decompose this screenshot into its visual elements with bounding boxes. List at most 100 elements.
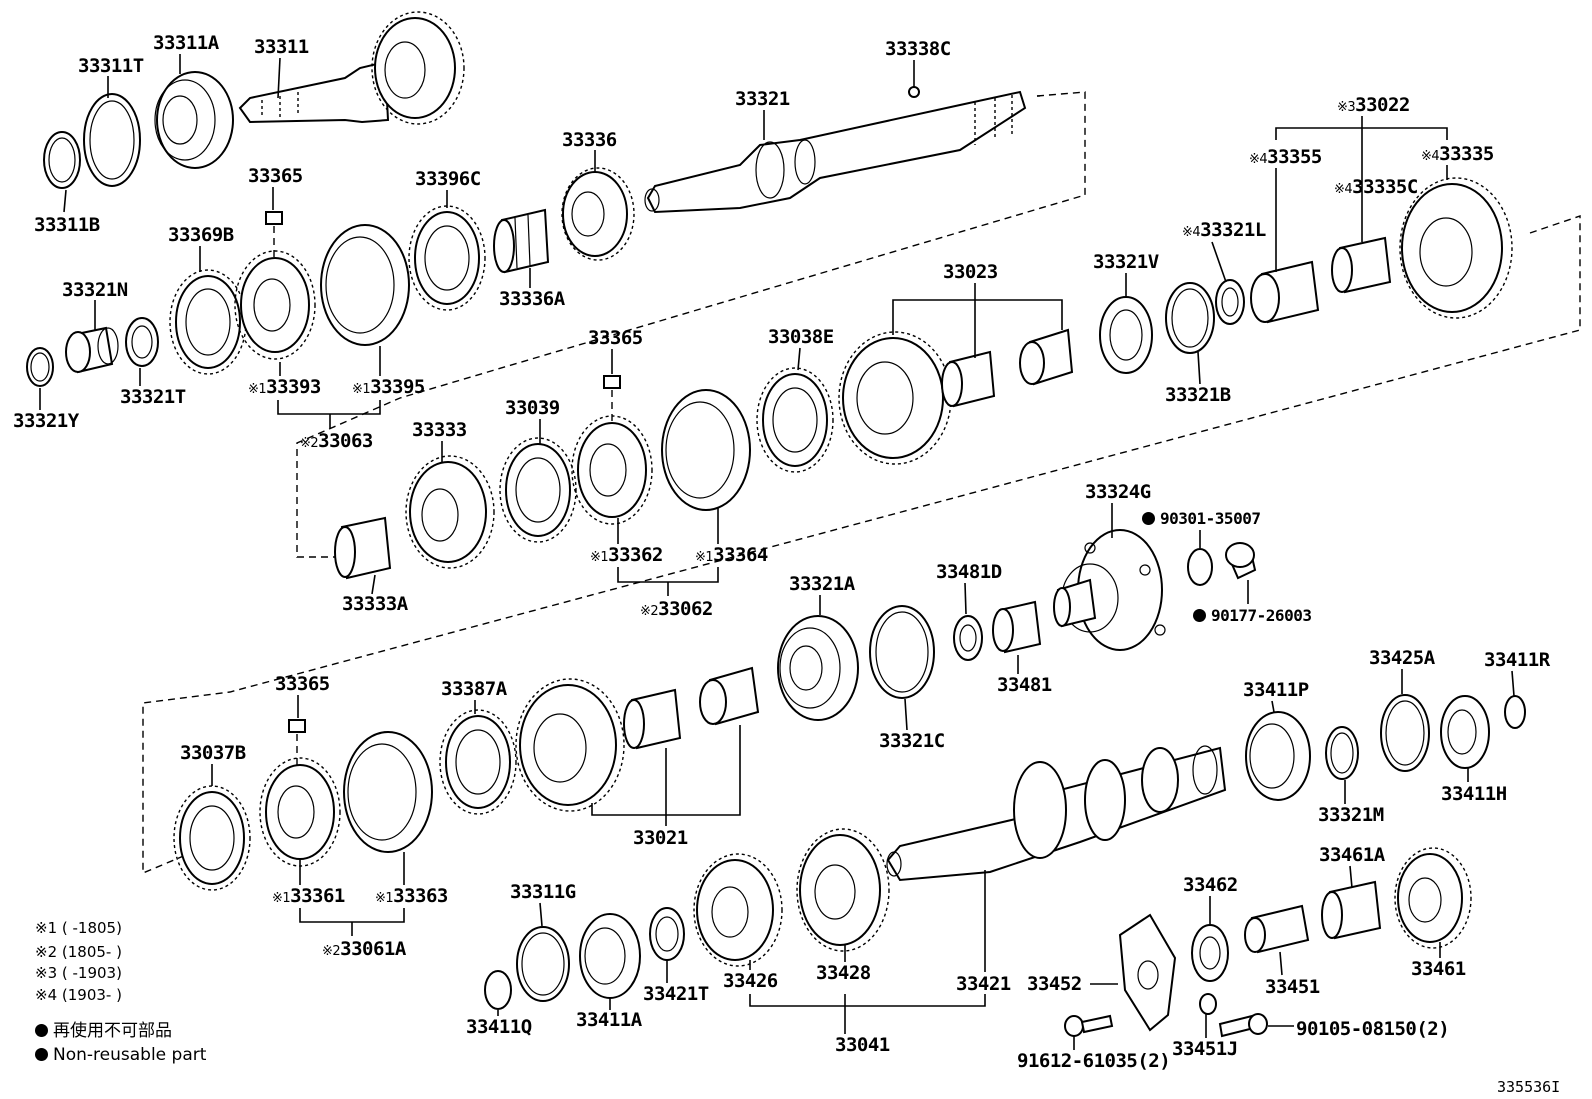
part-number-text: 33411R [1484,649,1550,671]
variant-mark: ※4 [1334,182,1353,197]
washer-33481D [953,615,983,661]
bearing-33421T [649,907,685,961]
part-number-text: 33362 [608,544,663,566]
gear-33023 [838,331,952,465]
part-number-text: 33041 [835,1034,890,1056]
part-label-33428: 33428 [816,964,871,983]
sleeve-33363 [343,731,433,853]
part-label-33396c: 33396C [415,170,481,189]
part-number-text: 33411A [576,1009,642,1031]
variant-mark: ※2 [300,436,319,451]
part-label-33426: 33426 [723,972,778,991]
part-number-text: 33022 [1355,94,1410,116]
part-number-text: 33062 [658,598,713,620]
part-number-text: 33061A [340,938,406,960]
gear-33335 [1399,177,1513,319]
part-number-text: 33396C [415,168,481,190]
part-label-33451: 33451 [1265,978,1320,997]
legend-english-text: Non-reusable part [53,1045,207,1065]
part-number-text: 33321T [120,386,186,408]
collar-33355 [1250,260,1320,324]
variant-mark: ※1 [695,550,714,565]
part-number-text: 33321C [879,730,945,752]
legend-japanese: 再使用不可部品 [35,1023,172,1040]
part-number-text: 33333 [412,419,467,441]
part-label-33321m: 33321M [1318,806,1384,825]
part-number-text: 33411Q [466,1016,532,1038]
bearing-33311A [154,71,234,169]
snap-ring-33321C [869,605,935,699]
needle-bearing-33336A [493,208,550,274]
part-number-text: 33426 [723,970,778,992]
plug-90177-26003 [1225,542,1257,580]
bearing-33411H [1440,695,1490,769]
part-number-text: 33321Y [13,410,79,432]
part-label-33311: 33311 [254,38,309,57]
part-number-text: 33428 [816,962,871,984]
bushing-33481 [992,600,1042,654]
part-number-text: 90105-08150(2) [1296,1018,1450,1040]
needle-bearing-33333A [334,516,392,580]
legend-english: Non-reusable part [35,1047,206,1064]
part-label-33452: 33452 [1027,975,1082,994]
part-label-33333: 33333 [412,421,467,440]
bullet-icon [35,1024,48,1037]
synchro-ring-33396C [408,205,486,311]
variant-mark: ※1 [248,382,267,397]
part-number-text: 33321L [1200,219,1266,241]
part-label-33411q: 33411Q [466,1018,532,1037]
part-number-text: 33037B [180,742,246,764]
part-number-text: 33451J [1172,1038,1238,1060]
part-label-33023: 33023 [943,263,998,282]
part-number-text: 33452 [1027,973,1082,995]
variant-mark: ※1 [272,891,291,906]
part-label-33333a: 33333A [342,595,408,614]
gasket-90301-35007 [1187,548,1213,586]
part-number-text: 33333A [342,593,408,615]
note-1: ※1 ( -1805) [35,919,122,937]
part-label-33324g: 33324G [1085,483,1151,502]
needle-bearing-33461A [1321,880,1382,940]
part-number-text: 33365 [275,673,330,695]
part-label-33041: 33041 [835,1036,890,1055]
variant-mark: ※4 [1421,149,1440,164]
part-label-33321: 33321 [735,90,790,109]
synchro-ring-33369B [169,269,247,375]
synchro-ring-33387A [439,709,517,815]
variant-mark: ※1 [352,382,371,397]
part-label-33421: 33421 [956,975,1011,994]
part-label-33462: 33462 [1183,876,1238,895]
bolt-91612-61035 [1064,1014,1114,1037]
bearing-33321N [65,326,119,374]
needle-bearing-33021 [623,688,682,750]
part-label-33336a: 33336A [499,290,565,309]
part-label-33411h: 33411H [1441,785,1507,804]
part-label-33039: 33039 [505,399,560,418]
part-number-text: 33461 [1411,958,1466,980]
snap-ring-33425A [1380,694,1430,772]
plate-33452 [1118,913,1177,1032]
part-number-text: 33421T [643,983,709,1005]
part-label-33387a: 33387A [441,680,507,699]
gear-33336 [561,167,635,261]
part-number-text: 33387A [441,678,507,700]
part-label-33393: ※133393 [248,378,321,397]
needle-bearing-33335C [1331,236,1392,294]
gear-33428 [796,828,890,952]
part-number-text: 33411P [1243,679,1309,701]
hub-33393 [234,250,316,360]
part-label-33062: ※233062 [640,600,713,619]
part-number-text: 33411H [1441,783,1507,805]
part-number-text: 33321A [789,573,855,595]
sleeve-33395 [320,224,410,346]
part-label-33338c: 33338C [885,40,951,59]
part-label-33365c: 33365 [275,675,330,694]
part-label-33365b: 33365 [588,329,643,348]
part-number-text: 33063 [318,430,373,452]
variant-mark: ※2 [322,944,341,959]
part-number-text: 33023 [943,261,998,283]
snap-ring-33411Q [484,970,512,1010]
part-label-33365a: 33365 [248,167,303,186]
part-label-90301: 90301-35007 [1142,511,1261,527]
